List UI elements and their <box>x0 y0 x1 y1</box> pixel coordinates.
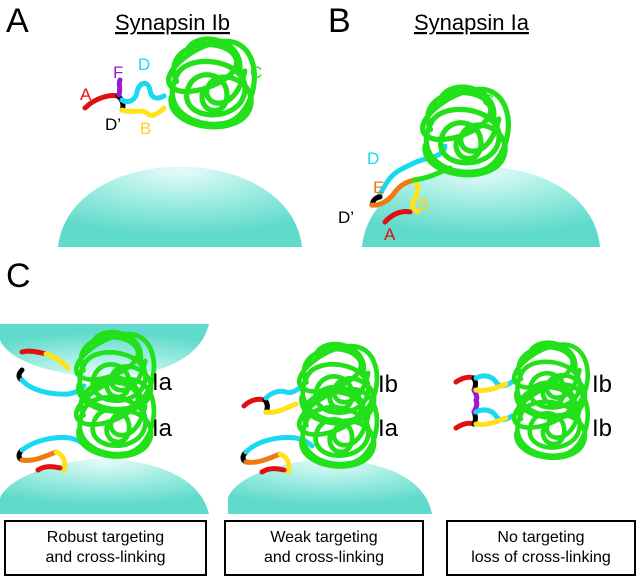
domain-b-segment <box>409 177 421 215</box>
label-d-prime-domain: D’ <box>105 115 121 134</box>
caption-box-none: No targeting loss of cross-linking <box>446 520 636 576</box>
complex-ia-ia <box>0 324 209 514</box>
synapsin-ia-molecule <box>369 87 509 225</box>
caption-line-1: Robust targeting <box>46 529 165 546</box>
domain-f-segment <box>116 77 123 98</box>
panel-letter-c: C <box>6 257 31 295</box>
label-a-domain: A <box>384 225 396 244</box>
vesicle-bottom <box>0 458 209 514</box>
panel-letter-b: B <box>328 2 351 40</box>
label-a-domain: A <box>80 85 92 104</box>
complex3-top-label: Ib <box>592 371 612 398</box>
caption-line-2: loss of cross-linking <box>471 549 611 566</box>
vesicle-b <box>362 166 600 247</box>
domain-c-tangle <box>423 87 509 175</box>
vesicle-bottom <box>228 458 432 514</box>
label-f-domain: F <box>113 63 123 82</box>
panel-title-a: Synapsin Ib <box>115 10 230 35</box>
complex2-top-label: Ib <box>378 371 398 398</box>
label-b-domain: B <box>140 119 151 138</box>
panel-title-b: Synapsin Ia <box>414 10 530 35</box>
label-e-domain: E <box>373 178 384 197</box>
label-c-domain: C <box>250 63 262 82</box>
label-d-domain: D <box>138 55 150 74</box>
domain-a-segment <box>382 209 413 225</box>
complex1-top-label: Ia <box>152 369 173 396</box>
label-b-domain: B <box>418 195 429 214</box>
domain-e-segment <box>369 177 417 208</box>
complex2-bottom-label: Ia <box>378 415 399 442</box>
caption-line-1: No targeting <box>497 529 585 546</box>
complex-ib-ia <box>228 344 432 514</box>
caption-line-1: Weak targeting <box>270 529 378 546</box>
caption-box-robust: Robust targeting and cross-linking <box>4 520 207 576</box>
vesicle-a <box>58 166 302 247</box>
label-d-domain: D <box>367 149 379 168</box>
complex-ib-ib <box>453 343 588 458</box>
complex3-bottom-label: Ib <box>592 415 612 442</box>
caption-box-weak: Weak targeting and cross-linking <box>224 520 424 576</box>
domain-d-segment <box>119 81 167 105</box>
complex1-bottom-label: Ia <box>152 415 173 442</box>
synapsin-ib-molecule <box>82 39 255 127</box>
label-d-prime-domain: D’ <box>338 208 354 227</box>
domain-c-tangle <box>169 39 255 127</box>
panel-letter-a: A <box>6 2 29 40</box>
caption-line-2: and cross-linking <box>45 549 166 566</box>
caption-line-2: and cross-linking <box>263 549 385 566</box>
domain-b-segment <box>119 105 167 118</box>
label-c-domain: C <box>482 91 494 110</box>
